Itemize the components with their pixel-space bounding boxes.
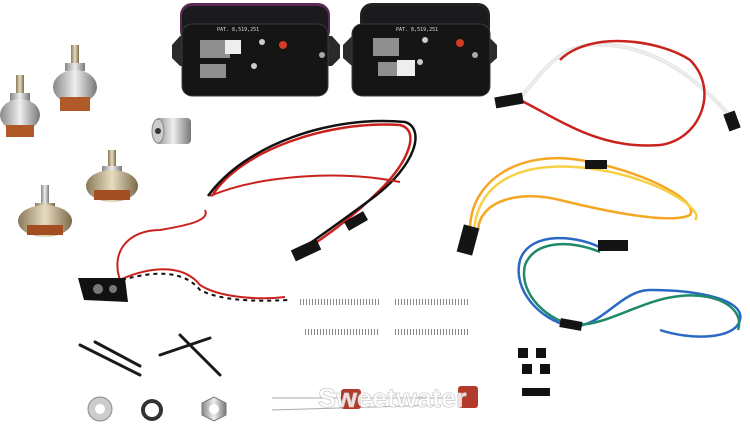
pickup-neck: PAT. 8,519,251 — [172, 3, 340, 97]
output-jack — [151, 118, 191, 144]
battery-clip — [78, 209, 289, 302]
springs — [300, 299, 470, 335]
connector-pins — [518, 348, 550, 396]
pickup-patent-label: PAT. 8,519,251 — [217, 27, 259, 33]
output-cable — [206, 119, 417, 262]
pickup-patent-label: PAT. 8,519,251 — [396, 27, 438, 33]
pickup-bridge: PAT. 8,519,251 — [343, 3, 497, 97]
blue-green-cable — [517, 236, 742, 338]
capacitors — [271, 386, 478, 411]
white-red-cable — [494, 39, 741, 147]
yellow-orange-cable — [456, 156, 698, 256]
potentiometers — [0, 45, 138, 237]
sweetwater-watermark: Sweetwater — [318, 383, 467, 413]
mounting-screws — [78, 333, 222, 377]
washers-and-nut — [87, 396, 227, 422]
